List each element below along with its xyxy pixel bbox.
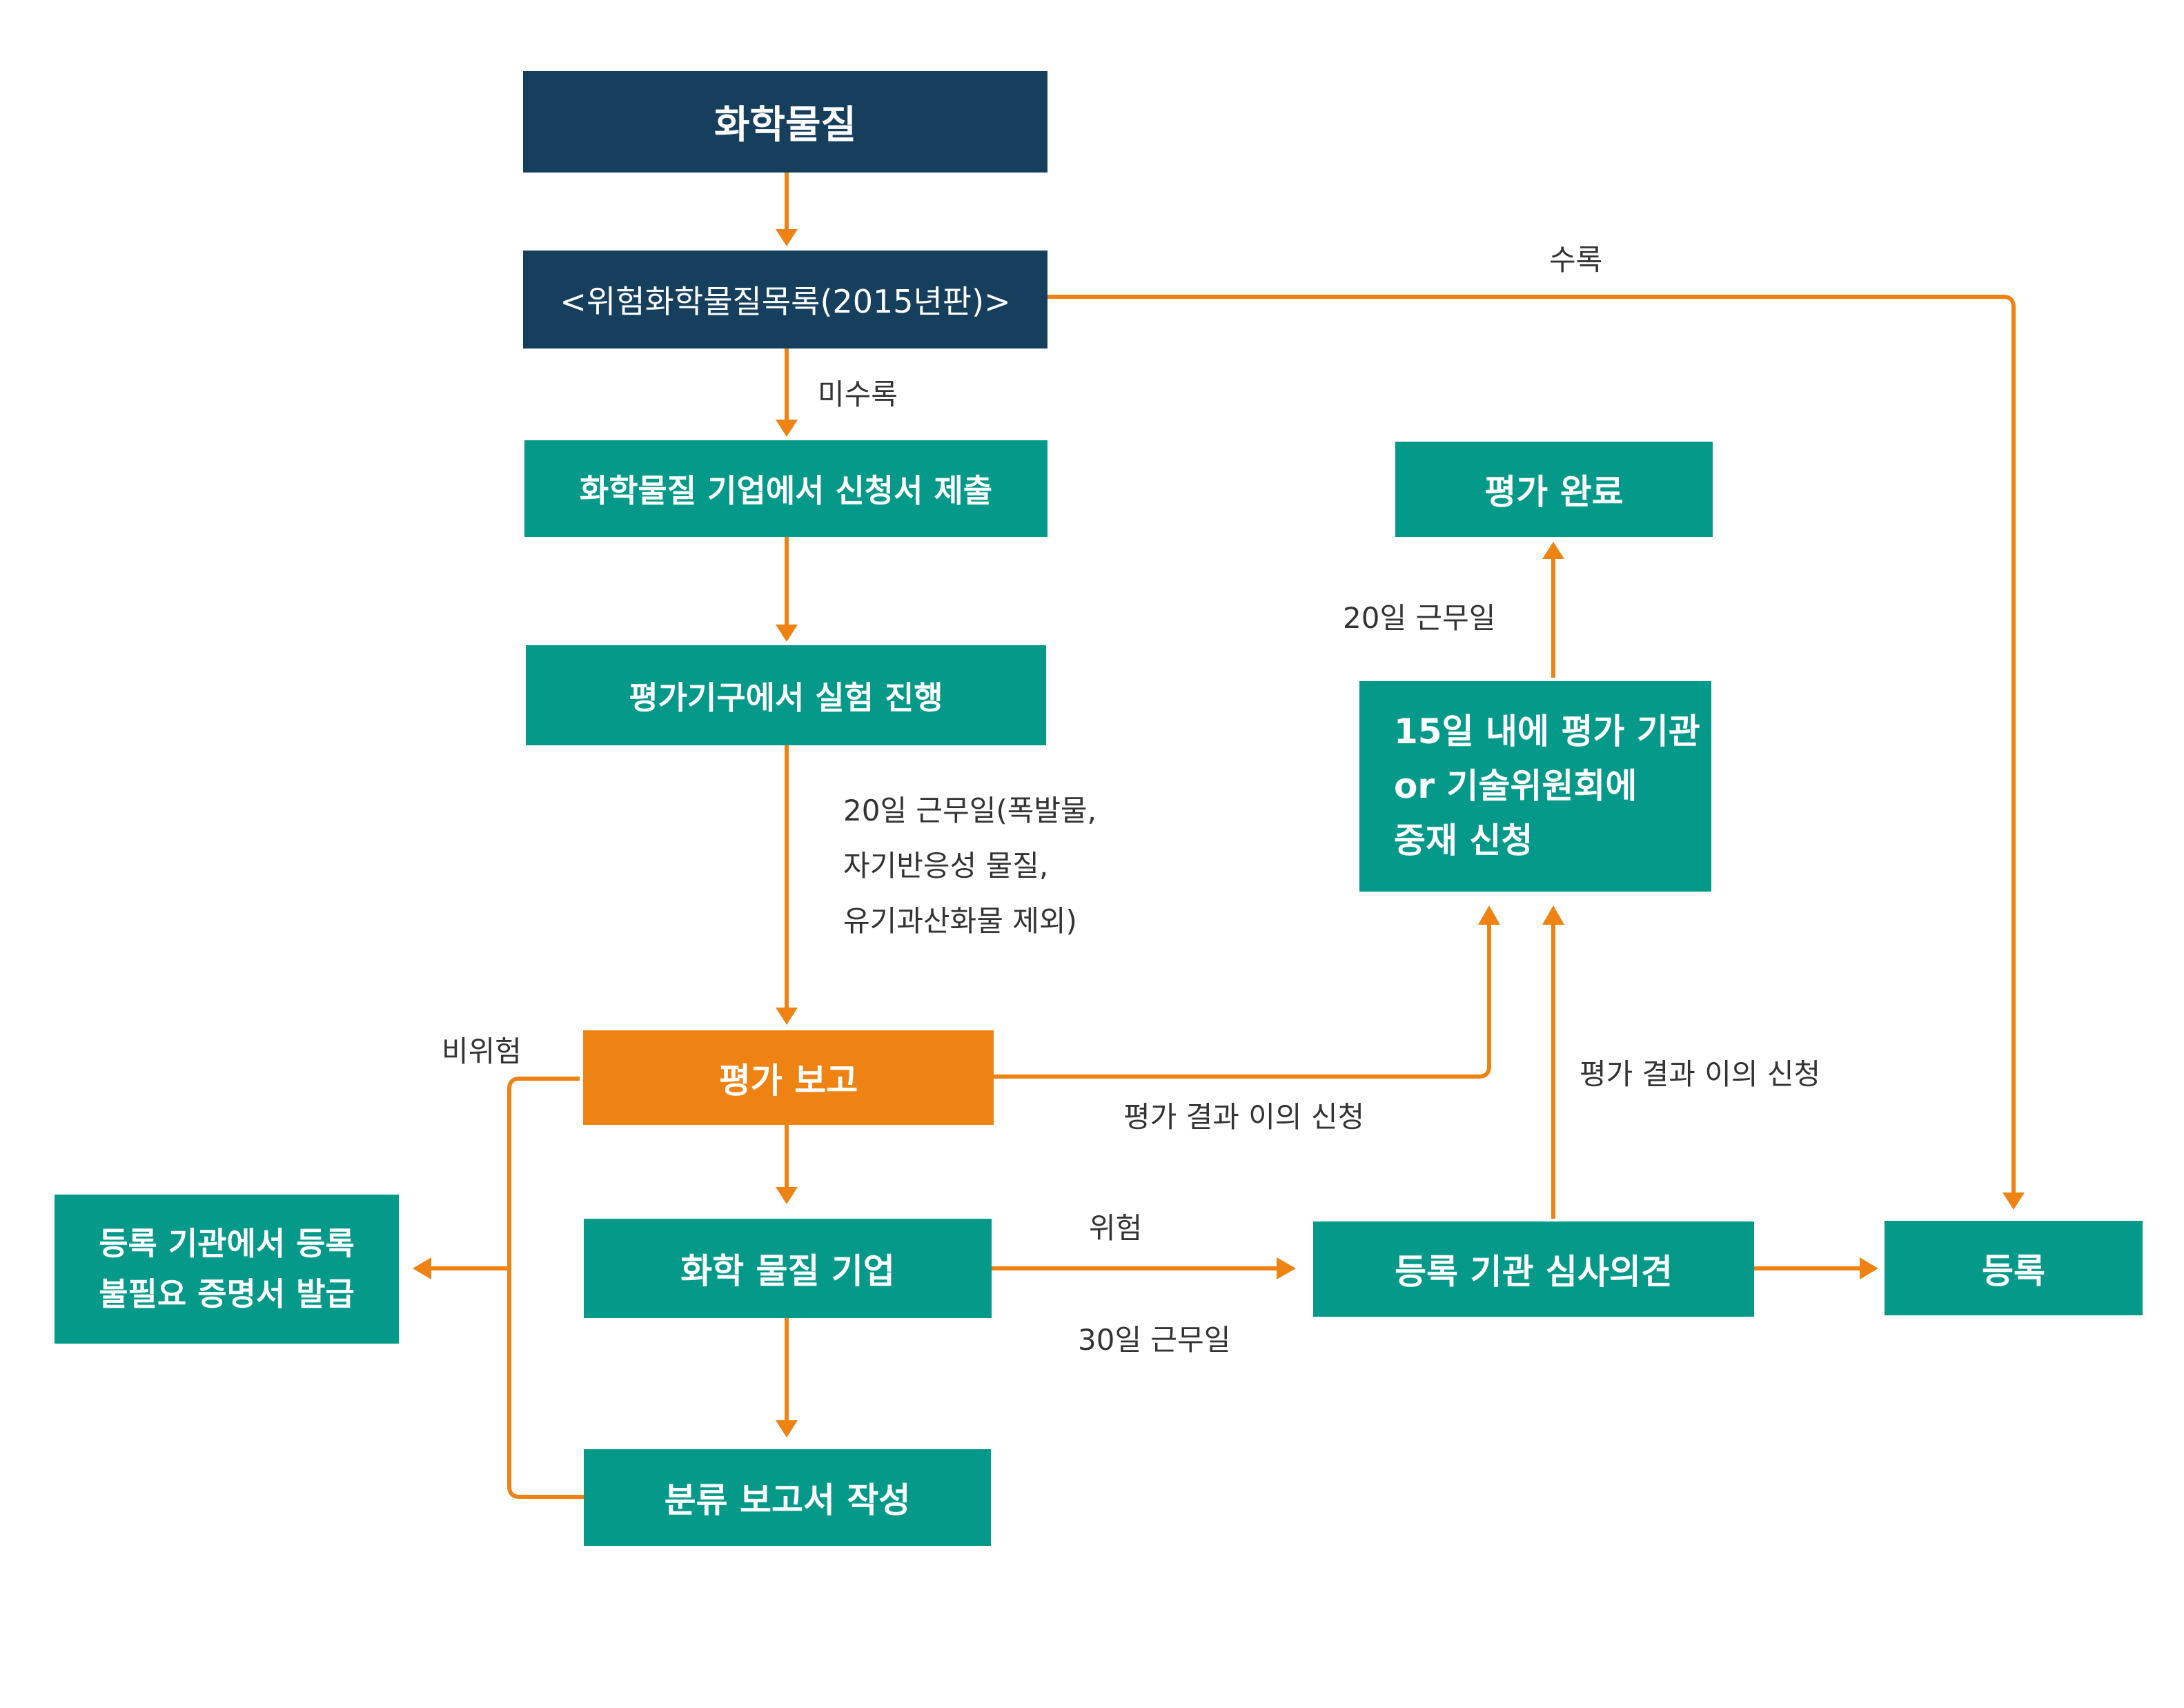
node-no-registration-cert-line2: 불필요 증명서 발급 <box>99 1275 355 1313</box>
node-testing-label: 평가기구에서 실험 진행 <box>629 678 943 716</box>
arrowhead-registration-top <box>2003 1192 2025 1210</box>
arrowhead-review <box>1277 1257 1296 1279</box>
arrowhead-application <box>776 420 798 437</box>
edge-label-hazardous: 위험 <box>1089 1211 1143 1245</box>
node-no-registration-cert-line1: 등록 기관에서 등록 <box>99 1225 355 1263</box>
node-hazard-list: <위험화학물질목록(2015년판)> <box>523 251 1047 349</box>
node-company-application-label: 화학물질 기업에서 신청서 제출 <box>579 472 993 509</box>
node-testing: 평가기구에서 실험 진행 <box>526 645 1046 745</box>
arrowhead-report <box>776 1008 798 1025</box>
node-eval-report-label: 평가 보고 <box>718 1060 858 1101</box>
node-mediation-request-line2: or 기술위원회에 <box>1394 766 1637 806</box>
edge-label-testing-days-line3: 유기과산화물 제외) <box>843 904 1077 938</box>
connectors <box>431 173 2016 1499</box>
edge-label-objection-from-report: 평가 결과 이의 신청 <box>1123 1100 1365 1134</box>
arrowhead-eval-complete <box>1542 542 1564 559</box>
edge-label-objection-from-review: 평가 결과 이의 신청 <box>1580 1057 1821 1091</box>
node-classification-report: 분류 보고서 작성 <box>584 1449 991 1546</box>
node-chemical-label: 화학물질 <box>714 103 857 148</box>
arrowhead-mediation-right <box>1542 905 1564 925</box>
node-mediation-request-line1: 15일 내에 평가 기관 <box>1394 711 1700 752</box>
edge-label-mediation-days: 20일 근무일 <box>1343 601 1496 635</box>
edge-label-non-hazardous: 비위험 <box>442 1034 522 1068</box>
edge-label-review-days: 30일 근무일 <box>1078 1323 1231 1357</box>
connector-non-hazardous <box>507 1077 584 1499</box>
arrowhead-no-registration-cert <box>413 1257 431 1279</box>
arrowheads <box>413 229 2025 1437</box>
node-eval-complete-label: 평가 완료 <box>1484 472 1624 512</box>
edge-label-testing-days: 20일 근무일(폭발물, 자기반응성 물질, 유기과산화물 제외) <box>843 783 1096 949</box>
node-registration: 등록 <box>1885 1221 2143 1315</box>
arrowhead-testing <box>776 625 798 642</box>
node-eval-complete: 평가 완료 <box>1395 442 1713 537</box>
edge-label-listed: 수록 <box>1549 243 1603 277</box>
node-company-application: 화학물질 기업에서 신청서 제출 <box>524 440 1047 537</box>
connector-list-to-registration <box>1047 295 2016 1192</box>
node-no-registration-cert: 등록 기관에서 등록 불필요 증명서 발급 <box>55 1195 399 1344</box>
connector-report-objection <box>994 925 1491 1079</box>
node-chemical-company-label: 화학 물질 기업 <box>680 1251 895 1291</box>
node-mediation-request-line3: 중재 신청 <box>1394 821 1533 861</box>
edge-label-testing-days-line2: 자기반응성 물질, <box>843 849 1049 883</box>
node-mediation-request: 15일 내에 평가 기관 or 기술위원회에 중재 신청 <box>1359 681 1711 892</box>
edge-label-not-listed: 미수록 <box>818 377 898 411</box>
node-chemical: 화학물질 <box>523 71 1047 173</box>
arrowhead-registration-left <box>1860 1257 1878 1279</box>
arrowhead-classification <box>776 1420 798 1437</box>
node-chemical-company: 화학 물질 기업 <box>584 1219 992 1318</box>
arrowhead-list <box>776 229 798 246</box>
arrowhead-company <box>776 1187 798 1204</box>
edge-label-testing-days-line1: 20일 근무일(폭발물, <box>843 794 1097 827</box>
node-registry-review-label: 등록 기관 심사의견 <box>1395 1252 1673 1292</box>
node-registration-label: 등록 <box>1982 1250 2045 1291</box>
node-registry-review: 등록 기관 심사의견 <box>1313 1221 1754 1317</box>
node-eval-report: 평가 보고 <box>583 1030 994 1125</box>
node-hazard-list-label: <위험화학물질목록(2015년판)> <box>560 283 1011 320</box>
node-classification-report-label: 분류 보고서 작성 <box>664 1480 911 1520</box>
arrowhead-mediation-left <box>1478 905 1500 925</box>
